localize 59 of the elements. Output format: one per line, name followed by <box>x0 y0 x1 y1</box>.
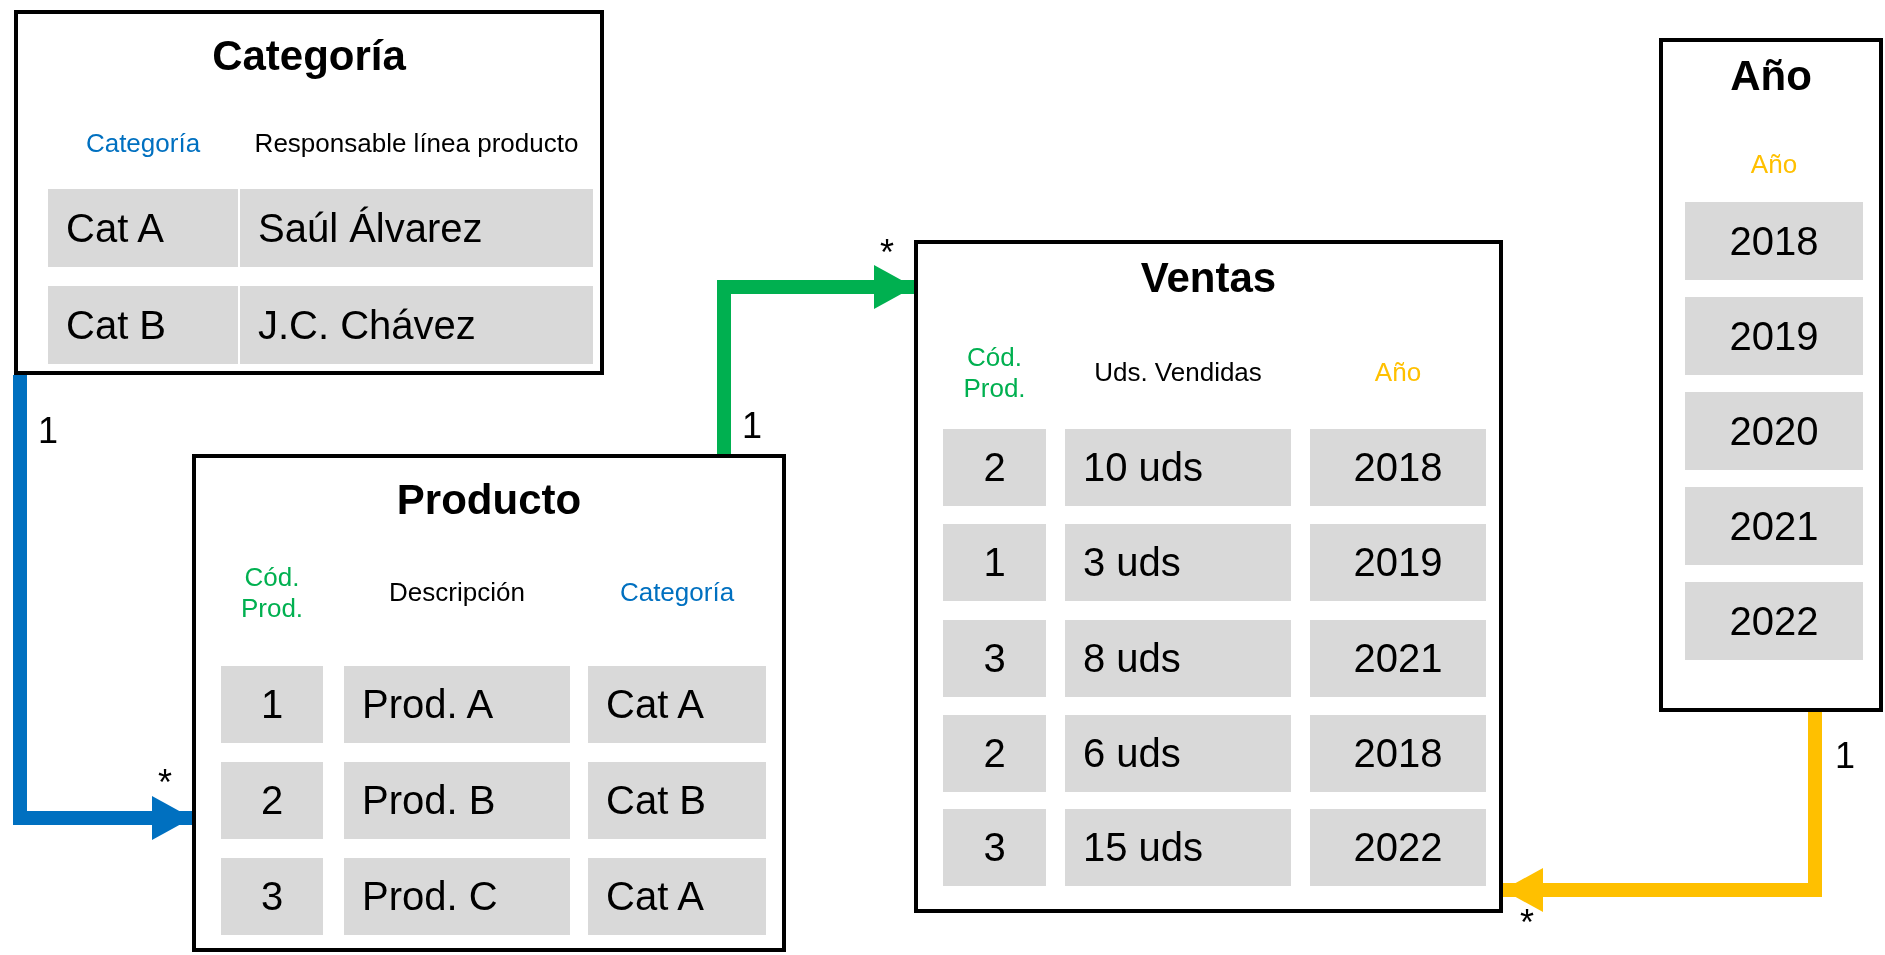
column-header: Categoría <box>619 577 735 609</box>
data-cell: 2021 <box>1310 620 1486 697</box>
data-cell: 2 <box>943 429 1046 506</box>
table-card <box>192 454 786 952</box>
data-cell: 2022 <box>1310 809 1486 886</box>
data-cell: 2018 <box>1310 715 1486 792</box>
data-cell: 2 <box>943 715 1046 792</box>
cardinality-label: * <box>1520 902 1534 944</box>
column-header: Categoría <box>85 128 201 160</box>
data-cell: Cat A <box>48 189 238 267</box>
data-cell: Prod. B <box>344 762 570 839</box>
data-cell: 3 <box>943 620 1046 697</box>
column-header: Cód. Prod. <box>239 561 305 625</box>
table-title: Ventas <box>1140 254 1277 301</box>
cardinality-label: 1 <box>742 405 763 447</box>
column-header: Año <box>1750 149 1798 181</box>
data-cell: 2020 <box>1685 392 1863 470</box>
data-cell: 6 uds <box>1065 715 1291 792</box>
column-header: Año <box>1374 357 1422 389</box>
data-cell: 1 <box>221 666 323 743</box>
data-cell: 2018 <box>1685 202 1863 280</box>
cardinality-label: 1 <box>38 410 59 452</box>
data-cell: 2019 <box>1685 297 1863 375</box>
table-card <box>914 240 1503 913</box>
table-card <box>1659 38 1883 712</box>
data-cell: 2021 <box>1685 487 1863 565</box>
cardinality-label: 1 <box>1835 735 1856 777</box>
table-title: Categoría <box>212 32 406 79</box>
arrow <box>717 265 914 454</box>
arrow <box>13 375 192 840</box>
data-cell: 8 uds <box>1065 620 1291 697</box>
data-cell: 2022 <box>1685 582 1863 660</box>
column-header: Responsable línea producto <box>254 128 579 160</box>
data-cell: 3 <box>943 809 1046 886</box>
data-cell: 1 <box>943 524 1046 601</box>
table-card <box>14 10 604 375</box>
data-cell: Cat B <box>48 286 238 364</box>
data-cell: 3 uds <box>1065 524 1291 601</box>
data-cell: Prod. A <box>344 666 570 743</box>
data-cell: Prod. C <box>344 858 570 935</box>
arrow <box>1503 712 1822 912</box>
cardinality-label: * <box>880 232 894 274</box>
data-cell: J.C. Chávez <box>240 286 593 364</box>
data-cell: 2019 <box>1310 524 1486 601</box>
cardinality-label: * <box>158 762 172 804</box>
data-cell: 15 uds <box>1065 809 1291 886</box>
table-title: Año <box>1730 52 1812 99</box>
data-cell: 3 <box>221 858 323 935</box>
table-title: Producto <box>396 476 582 523</box>
data-cell: Cat B <box>588 762 766 839</box>
data-cell: Cat A <box>588 858 766 935</box>
column-header: Descripción <box>389 577 525 609</box>
data-cell: 10 uds <box>1065 429 1291 506</box>
data-cell: Cat A <box>588 666 766 743</box>
data-cell: 2018 <box>1310 429 1486 506</box>
data-cell: 2 <box>221 762 323 839</box>
column-header: Cód. Prod. <box>962 341 1027 405</box>
column-header: Uds. Vendidas <box>1094 357 1262 389</box>
data-cell: Saúl Álvarez <box>240 189 593 267</box>
